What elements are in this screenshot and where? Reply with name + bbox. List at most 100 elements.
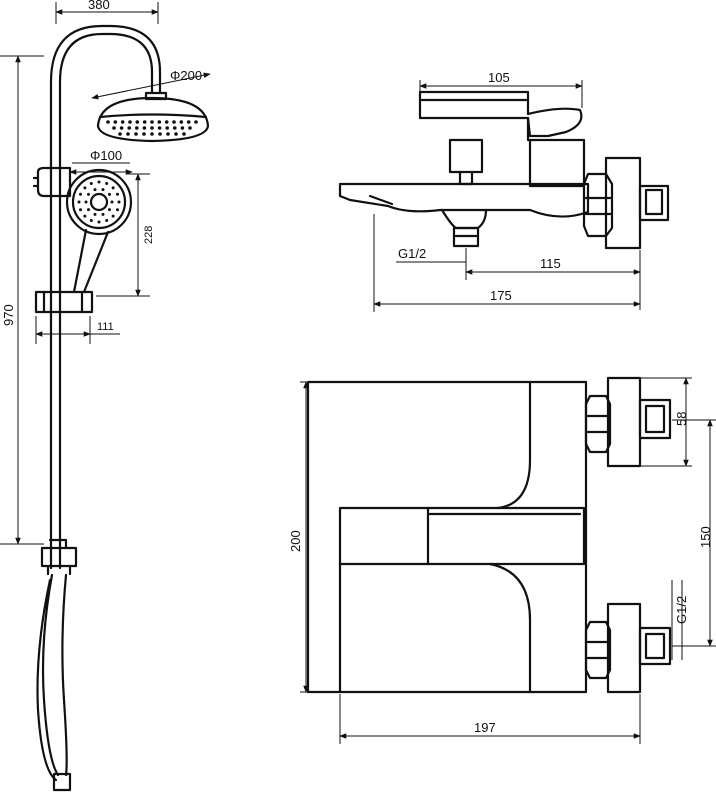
nozzle-dot (79, 208, 82, 212)
front-body (306, 380, 588, 694)
wall-flange (604, 156, 642, 250)
riser-pipe (49, 24, 162, 570)
dim-197: 197 (474, 720, 496, 735)
nozzle-dot (150, 120, 154, 124)
dim-105: 105 (488, 70, 510, 85)
nozzle-dot (172, 120, 176, 124)
bath-spout (338, 182, 590, 218)
nozzle-dot (179, 120, 184, 124)
front-lever (338, 506, 586, 566)
dim-phi200: Φ200 (170, 68, 202, 83)
hand-shower (65, 168, 133, 294)
front-spout-curve (338, 562, 532, 694)
nozzle-dot (150, 126, 154, 130)
front-upper-curve (496, 380, 532, 510)
nozzle-dot (150, 132, 154, 136)
nozzle-dot (101, 212, 105, 216)
nozzle-dot (108, 208, 111, 212)
nozzle-dot (105, 182, 109, 185)
nozzle-dot (180, 126, 185, 130)
nozzle-dot (113, 120, 118, 124)
lower-inlet-nut (584, 620, 612, 680)
nozzle-dot (105, 219, 109, 222)
dim-115: 115 (540, 256, 561, 271)
nozzle-dot (117, 200, 121, 204)
nozzle-dot (84, 200, 88, 204)
nozzle-dot (165, 126, 169, 130)
nozzle-dot (194, 120, 198, 124)
dim-g12-side: G1/2 (398, 246, 426, 261)
upper-inlet-nut (584, 394, 612, 454)
nozzle-dot (174, 132, 178, 136)
nozzle-dot (173, 126, 177, 130)
nozzle-dot (157, 120, 162, 124)
nozzle-dot (186, 120, 191, 124)
nozzle-dot (128, 120, 132, 124)
shower-column-view: 380 Φ200 Φ100 228 970 111 (0, 0, 211, 792)
dim-228: 228 (143, 226, 155, 244)
nozzle-dot (119, 126, 124, 130)
nozzle-dot (157, 126, 162, 130)
nozzle-dot (166, 132, 170, 136)
nozzle-dot (120, 120, 125, 124)
nozzle-dot (116, 192, 119, 196)
eccentric-pipe (638, 184, 670, 222)
nozzle-dot (188, 126, 192, 130)
nozzle-dot (142, 120, 147, 124)
nozzle-dot (97, 180, 101, 184)
dim-970: 970 (1, 304, 16, 326)
nozzle-dot (83, 214, 87, 218)
dim-150: 150 (698, 526, 713, 548)
dim-380: 380 (88, 0, 110, 12)
nozzle-dot (108, 192, 111, 196)
dim-111: 111 (97, 321, 114, 333)
shower-hose (36, 573, 68, 782)
nozzle-dot (126, 132, 130, 136)
rain-shower-head (96, 96, 210, 143)
dim-175: 175 (490, 288, 512, 303)
nozzle-dot (83, 186, 87, 190)
nozzle-dot (77, 200, 81, 204)
nozzle-dot (135, 126, 139, 130)
lower-inlet-flange (606, 602, 642, 694)
nozzle-dot (135, 120, 140, 124)
nozzle-dot (93, 188, 97, 192)
lower-bracket (40, 538, 78, 576)
nozzle-dot (89, 219, 93, 222)
mixer-front-view: 200 58 150 G1/2 197 (288, 376, 716, 744)
nozzle-dot (127, 126, 131, 130)
hose-nut (52, 772, 72, 792)
nozzle-dot (112, 126, 116, 130)
nozzle-dot (97, 220, 101, 224)
nozzle-dot (118, 132, 122, 136)
nozzle-dot (111, 214, 115, 218)
dim-58: 58 (674, 412, 689, 426)
upper-slider (32, 166, 72, 198)
nozzle-dot (87, 192, 90, 196)
nozzle-dot (164, 120, 169, 124)
spout-thread (452, 226, 480, 248)
upper-inlet-pipe (638, 398, 672, 440)
lever-handle (418, 90, 583, 138)
dim-g12-front: G1/2 (674, 596, 689, 624)
nozzle-dot (101, 188, 105, 192)
dim-200: 200 (288, 530, 303, 552)
nozzle-dot (110, 200, 114, 204)
spout-outlet (440, 208, 488, 230)
hand-shower-holder (34, 290, 94, 314)
nozzle-dot (87, 208, 90, 212)
nozzle-dot (134, 132, 138, 136)
nozzle-dot (182, 132, 186, 136)
mixer-body (526, 116, 586, 188)
nozzle-dot (116, 208, 119, 212)
nozzle-dot (89, 182, 93, 185)
mixer-side-view: 105 G1/2 115 175 (338, 70, 670, 312)
upper-inlet-flange (606, 376, 642, 468)
nozzle-dot (111, 186, 115, 190)
nozzle-dot (158, 132, 162, 136)
dim-phi100: Φ100 (90, 148, 122, 163)
lower-inlet-pipe (638, 626, 672, 666)
nozzle-dot (79, 192, 82, 196)
nozzle-dot (106, 120, 110, 124)
